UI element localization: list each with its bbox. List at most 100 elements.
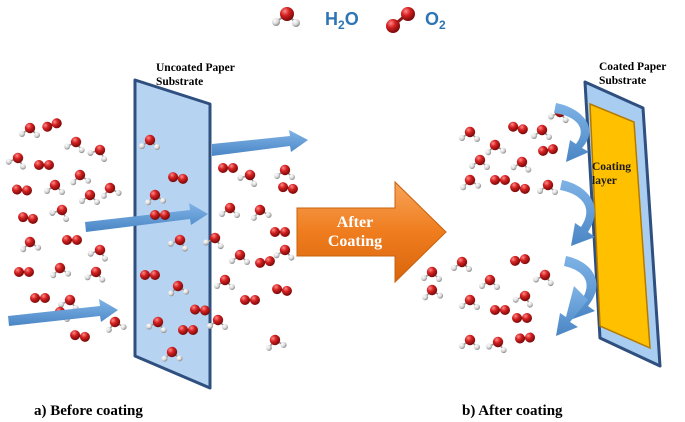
oxygen-molecule (218, 163, 238, 173)
left-molecules-front (139, 134, 298, 362)
oxygen-molecule (490, 175, 510, 185)
water-molecule (459, 126, 480, 142)
oxygen-molecule (62, 235, 82, 245)
water-molecule (168, 280, 190, 297)
deflect-arrow-1 (554, 103, 590, 162)
oxygen-molecule (70, 330, 90, 342)
water-molecule (145, 189, 167, 206)
water-molecule (273, 244, 295, 261)
coated-substrate-label-2: Substrate (599, 75, 646, 87)
left-flow-arrows (8, 130, 308, 326)
coating-layer (589, 102, 651, 350)
after-coating-caption: b) After coating (462, 403, 563, 419)
water-molecule (105, 316, 127, 333)
water-legend-label: H2O (325, 9, 359, 32)
oxygen-molecule (150, 210, 170, 220)
water-molecule (146, 316, 167, 334)
flow-arrow-middle (85, 203, 208, 232)
oxygen-molecule (12, 184, 32, 196)
water-molecule (512, 290, 533, 308)
water-molecule (531, 124, 552, 140)
oxygen-molecule (178, 325, 198, 335)
legend: H2O O2 (272, 7, 446, 33)
water-molecule (20, 236, 42, 253)
oxygen-molecule (538, 144, 558, 156)
coating-layer-label: Coating (592, 161, 631, 173)
oxygen-molecule-legend-icon (386, 7, 415, 33)
water-molecule (84, 266, 106, 283)
oxygen-molecule (510, 182, 530, 194)
before-coating-caption: a) Before coating (34, 403, 143, 419)
water-molecule (207, 314, 228, 330)
uncoated-substrate-label-2: Substrate (156, 76, 203, 88)
water-molecule (533, 269, 554, 287)
water-molecule (250, 204, 272, 221)
water-molecule (460, 174, 482, 191)
water-molecule (459, 294, 480, 310)
water-molecule (274, 164, 295, 180)
water-molecule (50, 262, 72, 279)
oxygen-molecule (278, 182, 298, 194)
water-molecule (87, 144, 108, 162)
deflect-arrow-2 (560, 180, 595, 246)
deflect-arrow-3 (564, 256, 597, 320)
water-molecule (79, 189, 100, 205)
water-molecule (229, 249, 250, 265)
oxygen-molecule (270, 227, 290, 237)
after-coating-arrow-line2: Coating (328, 233, 382, 250)
water-molecule (64, 136, 85, 154)
water-molecule (459, 334, 480, 350)
flow-arrow-bottom (8, 299, 118, 326)
water-molecule (422, 284, 444, 301)
oxygen-molecule (272, 284, 292, 296)
oxygen-molecule (42, 118, 62, 132)
oxygen-molecule (14, 267, 34, 277)
water-molecule (139, 134, 160, 150)
oxygen-molecule (515, 332, 535, 344)
water-molecule (486, 336, 507, 354)
right-molecules (421, 106, 569, 354)
oxygen-molecule (512, 313, 532, 323)
water-molecule (237, 169, 258, 187)
right-panel: Coating layer Coated Paper Substrate b) … (421, 61, 666, 419)
water-molecule (469, 154, 490, 170)
after-coating-arrow-line1: After (337, 214, 373, 231)
water-molecule (479, 274, 500, 290)
water-molecule (485, 139, 507, 156)
right-deflection-arrows (554, 103, 597, 336)
water-molecule (87, 244, 108, 262)
oxygen-molecule (140, 270, 160, 280)
left-molecules-back (5, 118, 127, 342)
oxygen-molecule (508, 121, 528, 135)
water-molecule (44, 179, 65, 195)
water-molecule (214, 274, 235, 290)
coating-layer-label-2: layer (592, 175, 617, 187)
water-molecule (70, 169, 92, 186)
water-molecule (19, 122, 40, 138)
water-molecule (510, 156, 532, 173)
water-molecule (100, 182, 122, 199)
water-molecule (49, 204, 70, 222)
water-molecule (167, 234, 188, 252)
oxygen-molecule (510, 254, 530, 266)
water-molecule (203, 232, 224, 250)
oxygen-molecule (34, 160, 54, 170)
deflect-arrow-4 (556, 286, 588, 336)
oxygen-molecule (490, 305, 510, 315)
water-molecule (161, 346, 183, 362)
water-molecule (421, 266, 442, 282)
water-molecule (451, 256, 472, 272)
oxygen-molecule (18, 212, 38, 224)
uncoated-paper-substrate (133, 78, 212, 390)
flow-arrow-top (212, 130, 308, 156)
water-molecule-legend-icon (272, 7, 300, 27)
left-panel: Uncoated Paper Substrate a) Before coati… (5, 62, 308, 419)
oxygen-molecule (190, 304, 210, 316)
oxygen-legend-label: O2 (425, 9, 446, 32)
oxygen-molecule (168, 172, 188, 184)
oxygen-molecule (255, 256, 275, 268)
water-molecule (537, 179, 558, 195)
water-molecule (219, 202, 240, 218)
coated-substrate-label: Coated Paper (599, 61, 666, 73)
